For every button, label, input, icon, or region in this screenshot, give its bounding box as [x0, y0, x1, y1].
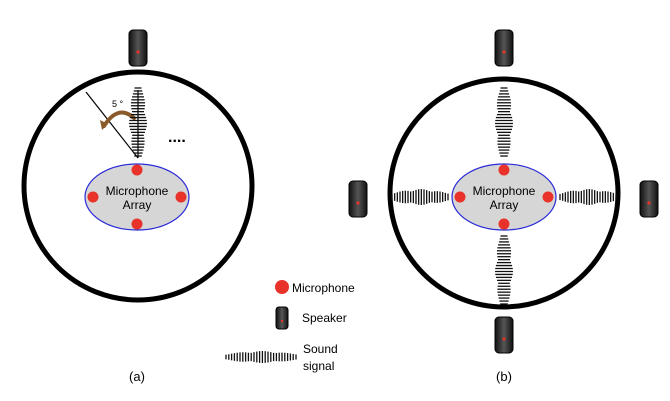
array-label-line2-b: Array [490, 198, 519, 212]
legend-microphone-label: Microphone [292, 281, 355, 295]
array-label-line2-a: Array [123, 198, 152, 212]
legend-sound-label-line2: signal [303, 359, 334, 373]
array-label-line1-a: Microphone [106, 184, 169, 198]
speaker-icon [494, 316, 514, 354]
microphone-icon [131, 218, 143, 230]
sound-signal-vertical-a [129, 87, 147, 157]
array-label-line1-b: Microphone [473, 184, 536, 198]
ellipsis: .... [168, 129, 186, 146]
microphone-icon [498, 218, 510, 230]
microphone-icon [498, 164, 510, 176]
speaker-icon [639, 180, 659, 218]
microphone-icon [87, 191, 99, 203]
room-circle-a [21, 69, 255, 303]
microphone-array-ellipse-b [451, 163, 557, 231]
angle-label: 5 ° [112, 99, 124, 109]
angle-line-diagonal [85, 91, 139, 159]
caption-b: (b) [496, 369, 512, 384]
sound-signal-icon [225, 351, 297, 363]
speaker-icon [128, 29, 148, 67]
legend-sound-label-line1: Sound [303, 342, 338, 356]
speaker-icon [494, 29, 514, 67]
room-circle-b [387, 76, 621, 310]
microphone-icon [542, 191, 554, 203]
microphone-icon [131, 164, 143, 176]
speaker-icon [348, 180, 368, 218]
sound-signal-top-b [495, 87, 513, 157]
caption-a: (a) [129, 369, 145, 384]
microphone-array-ellipse-a [84, 163, 190, 231]
sound-signal-left-b [391, 189, 449, 205]
microphone-icon [454, 191, 466, 203]
legend-speaker-label: Speaker [302, 311, 347, 325]
speaker-icon [275, 306, 289, 330]
sound-signal-bottom-b [495, 235, 513, 305]
legend: Microphone Speaker Sound signal [225, 280, 355, 373]
angle-arc [102, 110, 136, 128]
angle-arrowhead [100, 120, 108, 130]
panel-b: Microphone Array (b) [348, 29, 659, 384]
sound-signal-right-b [559, 189, 617, 205]
microphone-icon [175, 191, 187, 203]
microphone-icon [275, 280, 289, 294]
panel-a: 5 ° .... Microphone Array (a) [21, 29, 255, 384]
